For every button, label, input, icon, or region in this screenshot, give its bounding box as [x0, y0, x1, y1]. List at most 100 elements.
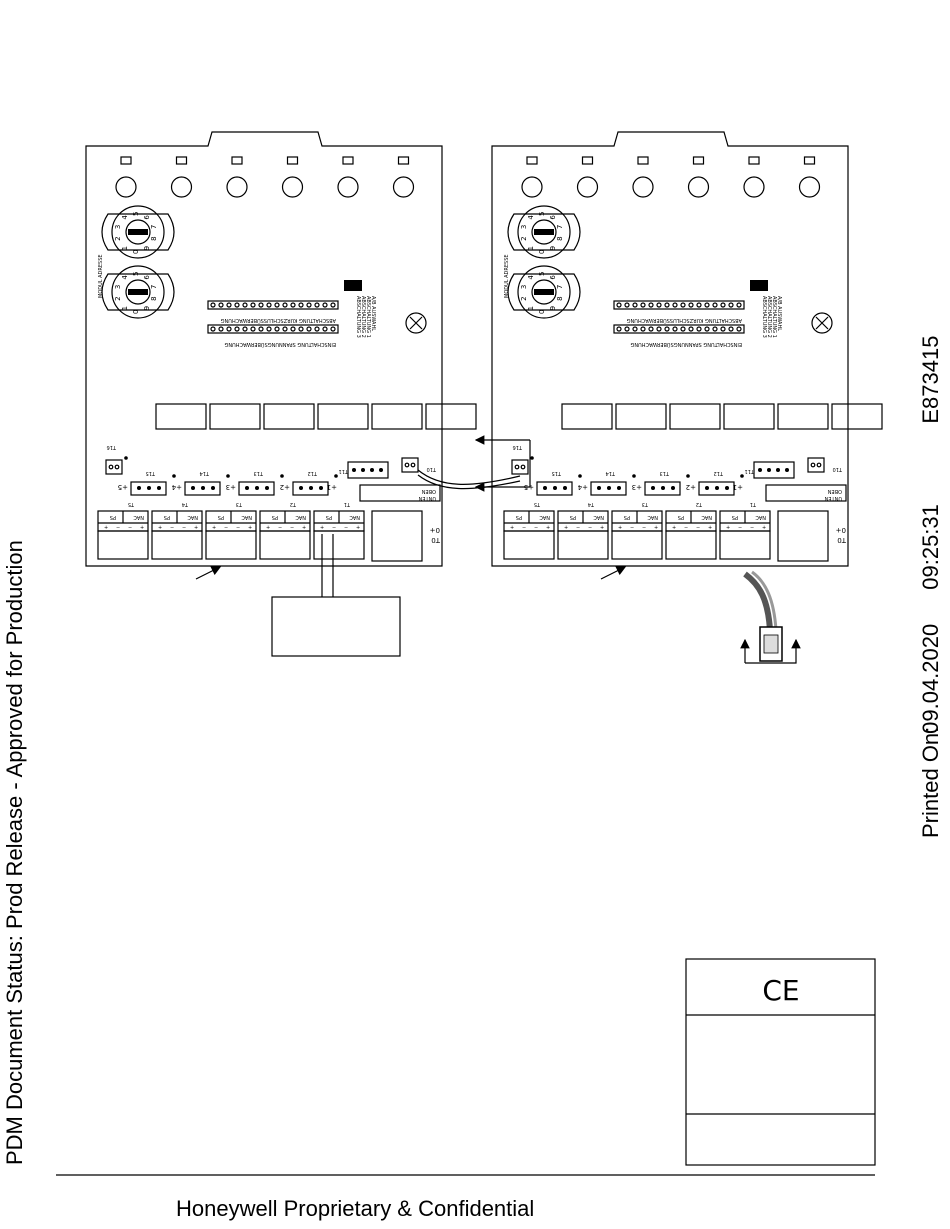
header-label-switchon: EINSCHALTUNG SPANNUNGSÜBERWACHUNG [224, 341, 336, 348]
pdm-status-text: PDM Document Status: Prod Release - Appr… [2, 540, 27, 1165]
polarity-sign: − [344, 525, 348, 531]
dial-digit: 7 [556, 225, 564, 229]
dial-digit: 9 [143, 246, 151, 250]
dial-digit: 4 [527, 215, 535, 220]
polarity-sign: − [750, 525, 754, 531]
nac-label: NAC [539, 514, 550, 520]
dial-digit: 7 [150, 285, 158, 289]
polarity-sign: − [116, 525, 120, 531]
lens [743, 176, 765, 198]
terminal-code: T16 [513, 444, 523, 450]
dial-pointer [128, 289, 148, 295]
polarity-sign: + [248, 525, 252, 531]
jumper-3pin [292, 481, 329, 496]
selector-label: ABSCHALTUNG 2 [766, 296, 772, 338]
relay-window [155, 403, 207, 430]
dial-digit: 1 [121, 246, 129, 250]
lens [115, 176, 137, 198]
terminal-screw-block [611, 530, 663, 560]
nac-label: NAC [701, 514, 712, 520]
dial-digit: 0 [132, 250, 140, 254]
terminal-code: T14 [200, 470, 210, 476]
terminal-screw-block [557, 530, 609, 560]
relay-window [669, 403, 721, 430]
unten-label: UNTEN [824, 495, 842, 501]
dial-digit: 4 [527, 275, 535, 280]
selector-label: A/B AUSWAHL [776, 296, 782, 331]
dial-digit: 7 [556, 285, 564, 289]
terminal-label: T5 [128, 501, 135, 507]
selector-jumper [344, 280, 362, 291]
ps-label: PS [570, 514, 576, 520]
dial-pointer [534, 289, 554, 295]
jumper-3pin [238, 481, 275, 496]
nac-label: NAC [241, 514, 252, 520]
jumper-t10 [401, 457, 419, 473]
plus-label: +1 [327, 483, 337, 491]
ps-label: PS [272, 514, 278, 520]
dial-digit: 1 [527, 246, 535, 250]
dial-digit: 0 [538, 310, 546, 314]
lens [337, 176, 359, 198]
nac-label: NAC [349, 514, 360, 520]
polarity-sign: − [182, 525, 186, 531]
terminal-screw-block [205, 530, 257, 560]
terminal-screw-block [313, 530, 365, 560]
jumper-3pin [590, 481, 627, 496]
lens [226, 176, 248, 198]
dial-digit: 1 [121, 306, 129, 310]
led [175, 156, 188, 165]
lens [632, 176, 654, 198]
t0-label: T0 [431, 536, 441, 544]
terminal-screw-block [719, 530, 771, 560]
print-info: Printed On: 09.04.2020 09:25:31 E873415 [918, 278, 948, 838]
polarity-sign: + [546, 525, 550, 531]
selector-label: ABSCHALTUNG 1 [365, 296, 371, 338]
dial-digit: 3 [520, 225, 528, 229]
terminal-code: T10 [427, 466, 437, 472]
lens [392, 176, 415, 198]
polarity-sign: − [576, 525, 580, 531]
terminal-code: T12 [308, 470, 318, 476]
relay-window [317, 403, 369, 430]
terminal-code: T14 [606, 470, 616, 476]
polarity-sign: − [630, 525, 634, 531]
ce-label-box: CE [685, 958, 876, 1166]
relay-window [425, 403, 477, 430]
led [692, 156, 705, 165]
terminal-code: T15 [146, 470, 156, 476]
selector-label: ABSCHALTUNG 2 [360, 296, 366, 338]
lens [798, 176, 821, 198]
ps-label: PS [110, 514, 116, 520]
terminal-screw-block [503, 530, 555, 560]
dial-digit: 0 [132, 310, 140, 314]
terminal-label: T1 [750, 501, 757, 507]
terminal-label: T2 [290, 501, 297, 507]
jumper-t16 [511, 459, 529, 475]
dial-digit: 8 [150, 296, 158, 300]
led [231, 156, 243, 165]
terminal-code: T15 [552, 470, 562, 476]
terminal-code: T10 [833, 466, 843, 472]
polarity-sign: − [522, 525, 526, 531]
polarity-sign: + [672, 525, 676, 531]
relay-window [561, 403, 613, 430]
polarity-sign: − [332, 525, 336, 531]
polarity-sign: − [236, 525, 240, 531]
connection-wires [195, 435, 627, 657]
dial-digit: 9 [549, 246, 557, 250]
polarity-sign: + [302, 525, 306, 531]
dial-digit: 2 [520, 296, 528, 300]
dial-digit: 6 [549, 215, 557, 220]
terminal-label: T4 [182, 501, 189, 507]
polarity-sign: + [762, 525, 766, 531]
relay-window [723, 403, 775, 430]
